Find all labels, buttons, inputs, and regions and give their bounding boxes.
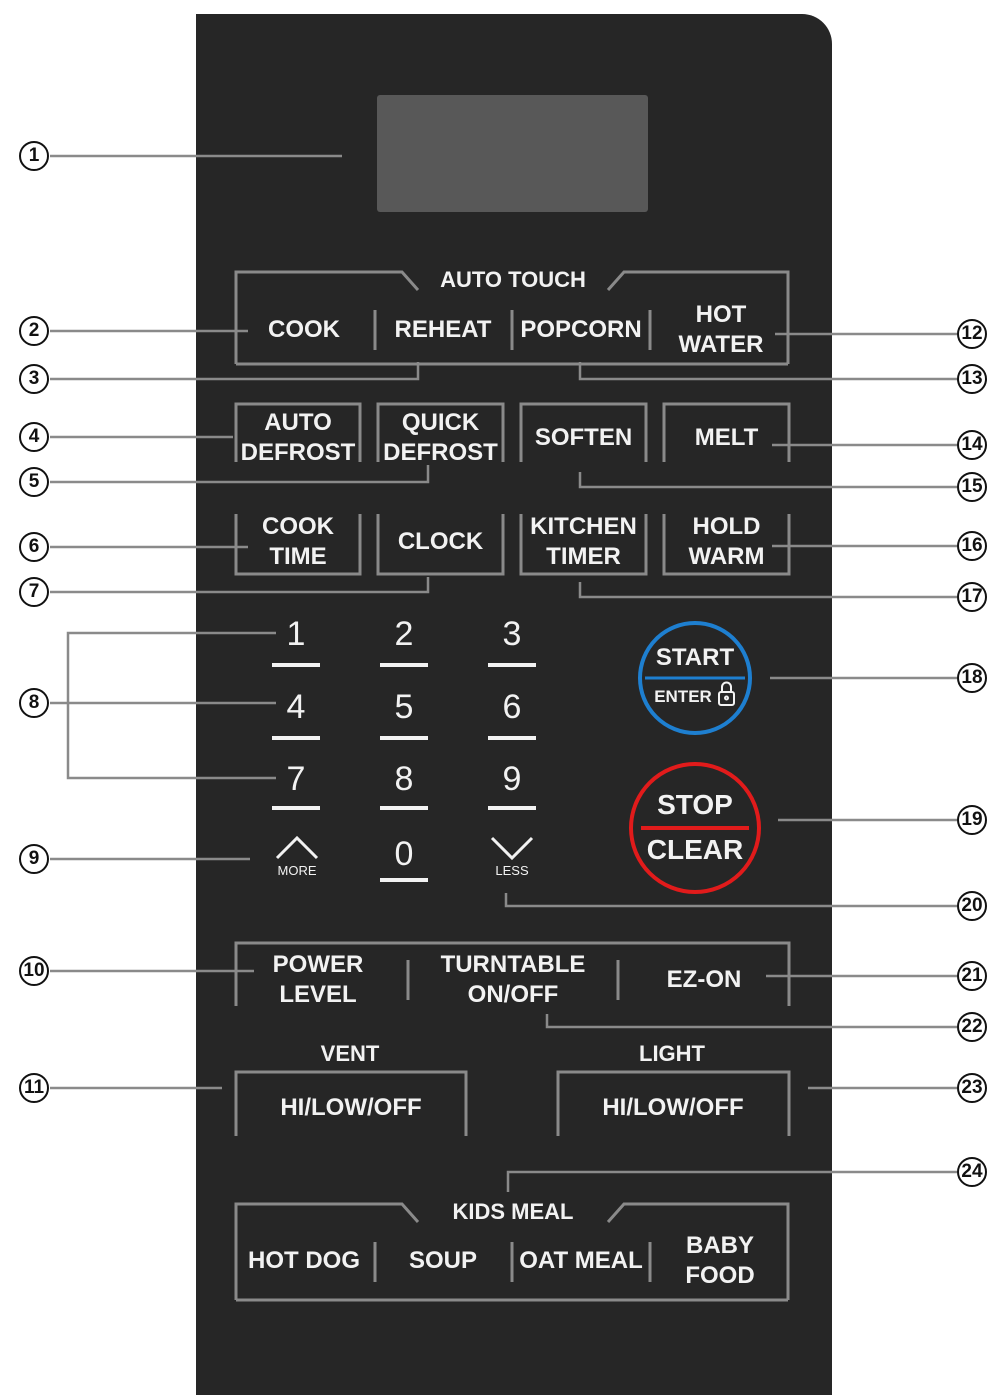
melt-button[interactable]: MELT — [694, 424, 759, 451]
callout-23: 23 — [957, 1073, 987, 1103]
callout-11: 11 — [19, 1073, 49, 1103]
light-button[interactable]: HI/LOW/OFF — [602, 1094, 744, 1121]
hot-water-button[interactable]: HOT WATER — [662, 300, 780, 360]
key-2[interactable]: 2 — [394, 615, 414, 653]
less-button[interactable]: LESS — [495, 863, 529, 878]
kitchen-timer-line-2: TIMER — [546, 543, 621, 570]
cook-time-line-2: TIME — [269, 543, 327, 570]
more-chevron-icon — [275, 835, 319, 860]
reheat-button[interactable]: REHEAT — [394, 316, 492, 343]
callout-16: 16 — [957, 531, 987, 561]
key-4[interactable]: 4 — [286, 688, 306, 726]
callout-6: 6 — [19, 532, 49, 562]
callout-3: 3 — [19, 364, 49, 394]
callout-9: 9 — [19, 844, 49, 874]
callout-20: 20 — [957, 891, 987, 921]
power-level-line-1: POWER — [272, 951, 364, 978]
key-1[interactable]: 1 — [286, 615, 306, 653]
callout-1: 1 — [19, 141, 49, 171]
key-8[interactable]: 8 — [394, 760, 414, 798]
cook-button[interactable]: COOK — [268, 316, 340, 343]
key-0[interactable]: 0 — [394, 835, 414, 873]
callout-18: 18 — [957, 663, 987, 693]
auto-defrost-line-2: DEFROST — [240, 439, 356, 466]
hot-water-line-2: WATER — [678, 331, 764, 358]
stop-button[interactable]: STOP — [657, 789, 733, 820]
kids-meal-label: KIDS MEAL — [452, 1199, 574, 1224]
callout-4: 4 — [19, 422, 49, 452]
soup-button[interactable]: SOUP — [408, 1247, 477, 1274]
callout-8: 8 — [19, 688, 49, 718]
baby-food-line-2: FOOD — [685, 1262, 755, 1289]
stop-ring — [629, 762, 761, 894]
turntable-button[interactable]: TURNTABLE ON/OFF — [428, 950, 598, 1010]
less-chevron-icon — [490, 836, 534, 861]
auto-touch-label: AUTO TOUCH — [440, 267, 586, 292]
callout-21: 21 — [957, 961, 987, 991]
display-window — [377, 95, 648, 212]
callout-19: 19 — [957, 805, 987, 835]
power-level-button[interactable]: POWER LEVEL — [256, 950, 380, 1010]
enter-label: ENTER — [654, 687, 712, 706]
clear-label: CLEAR — [646, 834, 744, 865]
auto-touch-outline-right — [606, 270, 790, 364]
more-button[interactable]: MORE — [277, 863, 317, 878]
popcorn-button[interactable]: POPCORN — [520, 316, 642, 343]
hold-warm-line-2: WARM — [688, 543, 765, 570]
vent-button[interactable]: HI/LOW/OFF — [280, 1094, 422, 1121]
key-3[interactable]: 3 — [502, 615, 522, 653]
callout-17: 17 — [957, 582, 987, 612]
kitchen-timer-button[interactable]: KITCHEN TIMER — [521, 512, 646, 572]
callout-22: 22 — [957, 1012, 987, 1042]
quick-defrost-button[interactable]: QUICK DEFROST — [378, 408, 503, 468]
quick-defrost-line-2: DEFROST — [383, 439, 498, 466]
oat-meal-button[interactable]: OAT MEAL — [519, 1247, 643, 1274]
hold-warm-line-1: HOLD — [692, 513, 761, 540]
key-9[interactable]: 9 — [502, 760, 522, 798]
baby-food-button[interactable]: BABY FOOD — [660, 1231, 780, 1291]
button-outlines — [234, 270, 791, 1302]
callout-2: 2 — [19, 316, 49, 346]
callout-24: 24 — [957, 1157, 987, 1187]
lock-icon — [718, 681, 735, 706]
start-ring — [638, 621, 752, 735]
light-label: LIGHT — [639, 1041, 705, 1066]
auto-touch-outline-left — [234, 270, 420, 364]
turntable-line-2: ON/OFF — [467, 981, 559, 1008]
kitchen-timer-line-1: KITCHEN — [530, 513, 637, 540]
callout-10: 10 — [19, 956, 49, 986]
keypad-underlines — [272, 663, 536, 882]
cook-time-button[interactable]: COOK TIME — [236, 512, 360, 572]
callout-15: 15 — [957, 472, 987, 502]
quick-defrost-line-1: QUICK — [401, 409, 480, 436]
leader-lines — [50, 154, 957, 1192]
key-6[interactable]: 6 — [502, 688, 522, 726]
key-5[interactable]: 5 — [394, 688, 414, 726]
key-7[interactable]: 7 — [286, 760, 306, 798]
power-level-line-2: LEVEL — [279, 981, 357, 1008]
auto-defrost-button[interactable]: AUTO DEFROST — [236, 408, 360, 468]
start-button[interactable]: START — [655, 644, 735, 671]
turntable-line-1: TURNTABLE — [440, 951, 586, 978]
clock-button[interactable]: CLOCK — [397, 528, 484, 555]
hold-warm-button[interactable]: HOLD WARM — [664, 512, 789, 572]
soften-button[interactable]: SOFTEN — [534, 424, 633, 451]
auto-defrost-line-1: AUTO — [264, 409, 332, 436]
callout-7: 7 — [19, 577, 49, 607]
callout-12: 12 — [957, 319, 987, 349]
hot-dog-button[interactable]: HOT DOG — [248, 1247, 360, 1274]
cook-time-line-1: COOK — [262, 513, 334, 540]
hot-water-line-1: HOT — [695, 301, 747, 328]
ez-on-button[interactable]: EZ-ON — [666, 966, 742, 993]
vent-label: VENT — [320, 1041, 380, 1066]
baby-food-line-1: BABY — [685, 1232, 754, 1259]
callout-14: 14 — [957, 430, 987, 460]
callout-13: 13 — [957, 364, 987, 394]
callout-5: 5 — [19, 467, 49, 497]
